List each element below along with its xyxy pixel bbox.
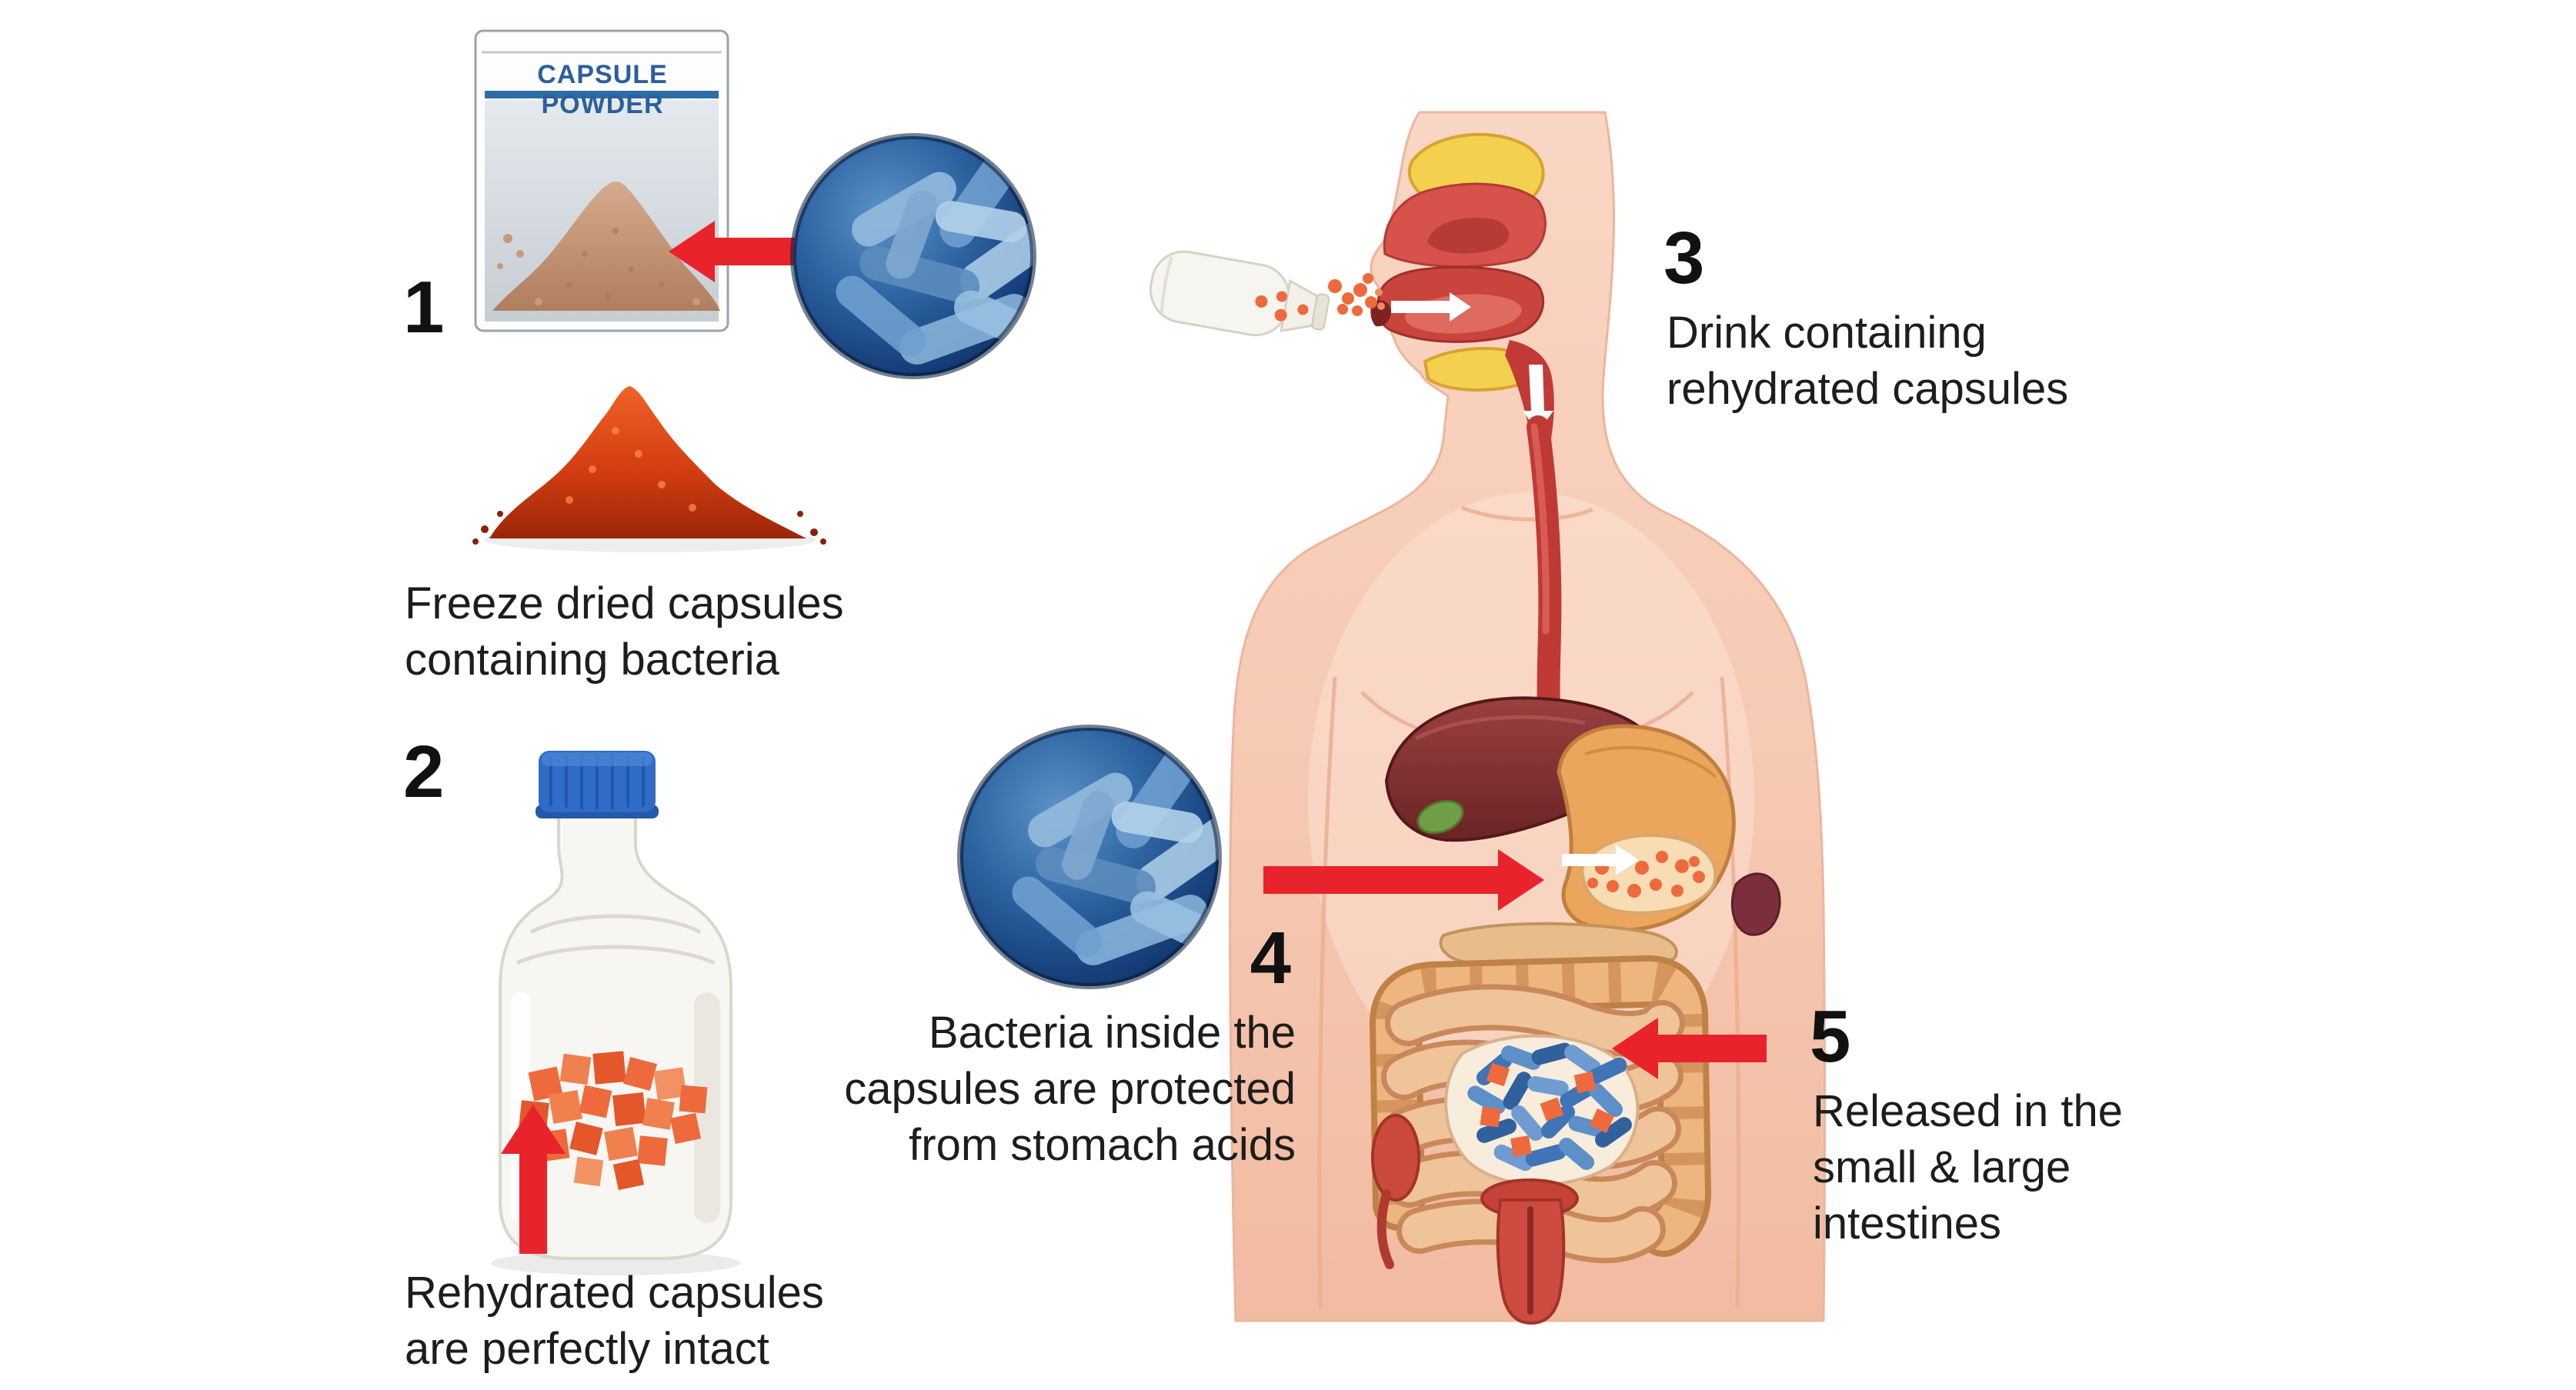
- red-arrow-to-packet-icon: [669, 221, 823, 282]
- white-arrow-stomach-icon: [1562, 845, 1639, 875]
- red-arrow-to-intestines-icon: [1612, 1018, 1767, 1079]
- bacteria-microscope-1: [790, 133, 1036, 379]
- freeze-dried-powder-pile: [472, 386, 826, 552]
- packet-powder-mound: [492, 181, 720, 311]
- powder-crumbs: [497, 234, 700, 305]
- drink-bottle: [1149, 250, 1330, 337]
- capsule-squares: [519, 1051, 708, 1191]
- step-3-number: 3: [1663, 217, 1705, 299]
- white-arrow-throat-icon: [1523, 365, 1553, 432]
- rectum: [1480, 1178, 1579, 1325]
- packet-label: CAPSULE POWDER: [537, 60, 668, 119]
- released-capsule-squares: [1480, 1062, 1614, 1157]
- lips-opening: [1370, 300, 1391, 327]
- step-2-caption: Rehydrated capsules are perfectly intact: [405, 1268, 824, 1375]
- capsule-stream: [1328, 273, 1385, 316]
- step-1-number: 1: [403, 266, 445, 348]
- intestine-bacteria-release: [1444, 1034, 1640, 1186]
- capsule-powder-packet: [474, 29, 729, 332]
- powder-speckles: [566, 228, 665, 299]
- step-4-caption: Bacteria inside the capsules are protect…: [844, 1008, 1296, 1171]
- head-cross-section: [1370, 132, 1554, 438]
- step-2-number: 2: [403, 731, 445, 813]
- spleen: [1730, 872, 1781, 936]
- capsules-inside-drink-bottle: [1255, 291, 1309, 322]
- bacteria-microscope-2: [957, 725, 1222, 989]
- step-4-number: 4: [1250, 917, 1291, 999]
- red-arrow-up-icon: [501, 1105, 566, 1254]
- cecum-appendix: [1371, 1114, 1420, 1269]
- large-intestine: [1370, 955, 1711, 1257]
- red-powder-spray: [472, 511, 826, 545]
- step-3-caption: Drink containing rehydrated capsules: [1667, 308, 2069, 415]
- step-5-caption: Released in the small & large intestines: [1813, 1086, 2124, 1249]
- red-arrow-to-stomach-icon: [1263, 849, 1544, 911]
- red-powder-highlights: [566, 427, 696, 512]
- milk-bottle: [491, 751, 740, 1275]
- white-arrow-mouth-icon: [1391, 292, 1471, 322]
- bottle-cap: [536, 751, 659, 818]
- stomach: [1557, 724, 1736, 932]
- released-bacteria-rods: [1467, 1042, 1632, 1172]
- step-5-number: 5: [1810, 995, 1851, 1078]
- gallbladder: [1416, 799, 1464, 835]
- step-1-caption: Freeze dried capsules containing bacteri…: [405, 578, 844, 685]
